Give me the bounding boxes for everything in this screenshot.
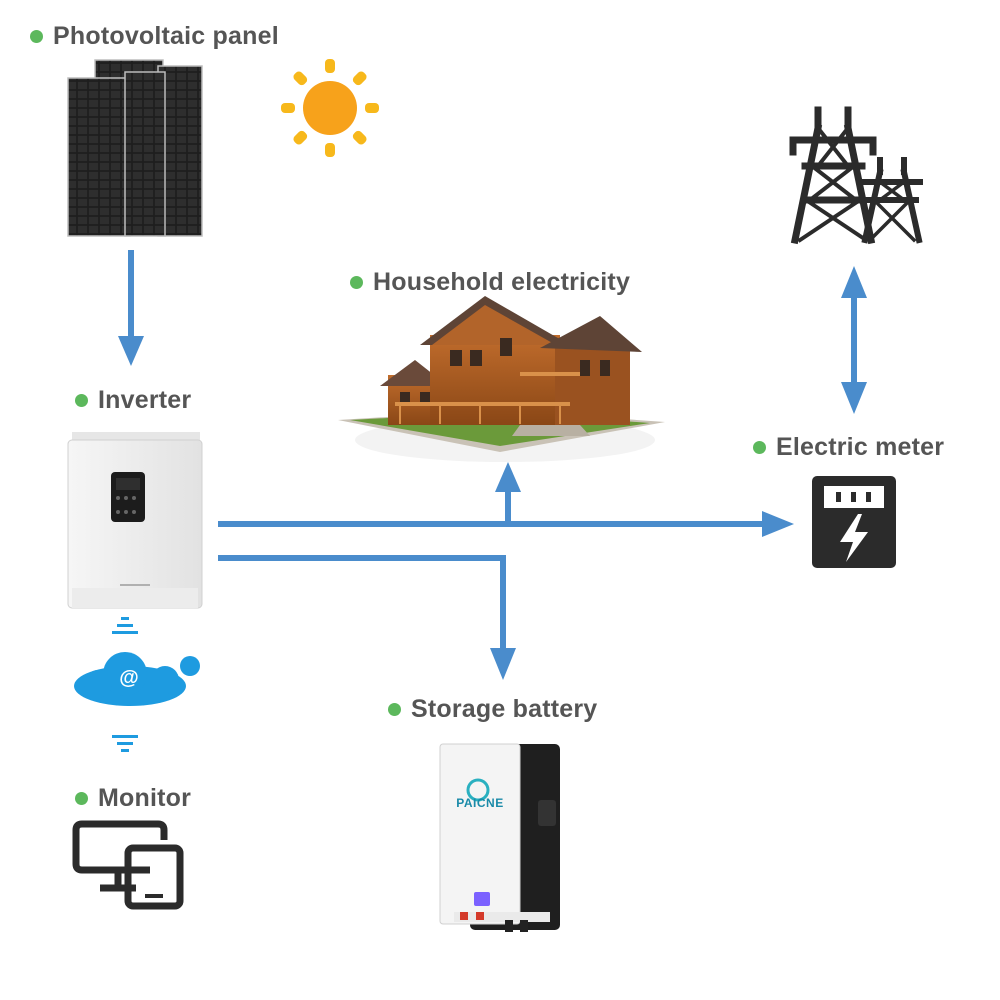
inverter-icon xyxy=(67,432,203,609)
label-text: Household electricity xyxy=(373,268,631,296)
arrow-meter-grid-bidirectional xyxy=(841,266,867,414)
arrow-inverter-to-meter xyxy=(218,511,794,537)
label-text: Photovoltaic panel xyxy=(53,22,279,50)
bullet-dot xyxy=(350,276,363,289)
arrow-to-battery xyxy=(218,555,516,680)
transmission-tower-icon xyxy=(789,106,923,245)
label-household-electricity: Household electricity xyxy=(350,268,630,297)
wifi-signal-icon xyxy=(112,735,138,752)
label-text: Electric meter xyxy=(776,433,945,461)
battery-brand-logo: PAICNE xyxy=(456,796,504,810)
label-text: Monitor xyxy=(98,784,192,812)
flow-arrows xyxy=(118,250,867,680)
sun-icon xyxy=(281,59,379,157)
monitor-devices-icon xyxy=(72,820,184,910)
bullet-dot xyxy=(75,394,88,407)
label-inverter: Inverter xyxy=(75,386,191,415)
label-monitor: Monitor xyxy=(75,784,191,813)
bullet-dot xyxy=(75,792,88,805)
house-icon xyxy=(338,296,665,462)
wifi-signal-icon xyxy=(112,617,138,634)
cloud-icon xyxy=(74,652,200,706)
solar-panel-icon xyxy=(67,59,203,237)
bullet-dot xyxy=(753,441,766,454)
label-electric-meter: Electric meter xyxy=(753,433,944,462)
battery-icon xyxy=(439,743,560,932)
bullet-dot xyxy=(30,30,43,43)
arrow-pv-to-inverter xyxy=(118,250,144,366)
label-storage-battery: Storage battery xyxy=(388,695,597,724)
cloud-at-symbol: @ xyxy=(119,667,139,689)
label-text: Storage battery xyxy=(411,695,598,723)
arrow-to-household xyxy=(495,462,521,523)
label-text: Inverter xyxy=(98,386,192,414)
electric-meter-icon xyxy=(812,476,896,568)
label-photovoltaic-panel: Photovoltaic panel xyxy=(30,22,279,51)
bullet-dot xyxy=(388,703,401,716)
